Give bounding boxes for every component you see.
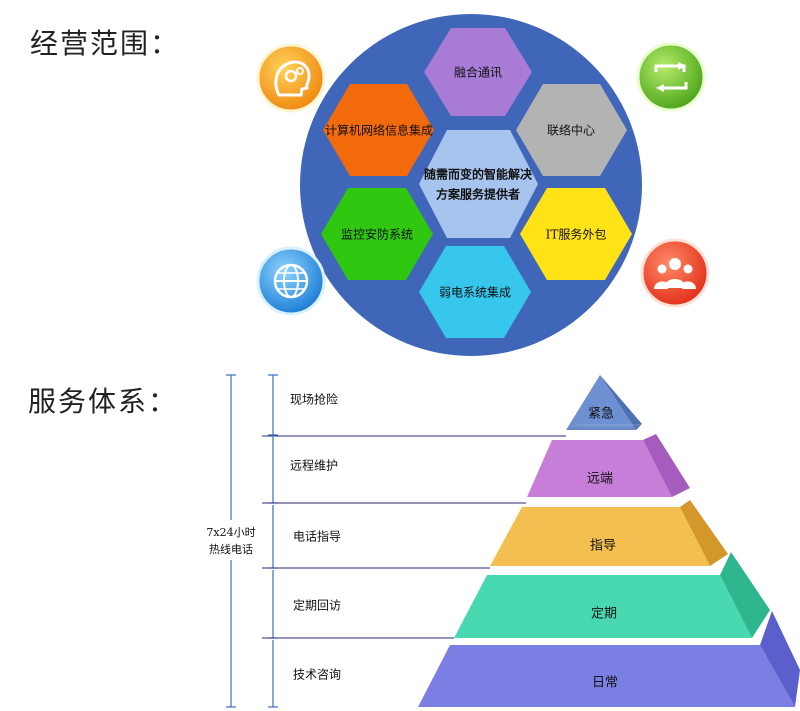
step-label-4: 定期回访 xyxy=(293,598,341,613)
hex-lower-right xyxy=(520,188,632,280)
step-label-3: 电话指导 xyxy=(293,529,341,544)
pyramid-label-3: 指导 xyxy=(590,539,616,554)
hotline-line2: 热线电话 xyxy=(209,542,253,556)
hex-center xyxy=(419,130,538,238)
step-brackets xyxy=(268,374,278,708)
hex-center-label-line1: 随需而变的智能解决 xyxy=(424,167,533,182)
hex-upper-right-label: 联络中心 xyxy=(547,123,595,138)
pyramid-level-2 xyxy=(527,434,690,497)
service-system-heading: 服务体系： xyxy=(28,385,179,418)
hex-lower-left xyxy=(321,188,433,280)
globe-icon xyxy=(256,246,326,316)
level-guide-lines xyxy=(262,435,566,639)
pyramid-level-4 xyxy=(454,552,770,638)
business-scope-heading: 经营范围： xyxy=(30,27,181,60)
team-people-icon xyxy=(640,238,710,308)
hotline-bracket xyxy=(226,374,236,708)
hex-center-label-line2: 方案服务提供者 xyxy=(436,187,520,202)
hex-lower-right-label: IT服务外包 xyxy=(546,227,607,242)
hex-top-label: 融合通讯 xyxy=(454,65,502,80)
hotline-line1: 7x24小时 xyxy=(206,526,255,539)
hex-bottom xyxy=(419,246,531,338)
hex-upper-left xyxy=(323,84,434,176)
pyramid-level-3 xyxy=(490,500,728,566)
pyramid-label-1: 紧急 xyxy=(588,407,614,422)
pyramid-level-1 xyxy=(566,375,642,430)
gear-head-icon xyxy=(256,43,326,113)
hex-bottom-label: 弱电系统集成 xyxy=(439,285,511,300)
pyramid-label-2: 远端 xyxy=(587,472,613,487)
hex-upper-right xyxy=(516,84,627,176)
hex-top xyxy=(424,28,532,116)
hex-lower-left-label: 监控安防系统 xyxy=(341,227,413,242)
step-label-1: 现场抢险 xyxy=(290,392,338,407)
pyramid-level-5 xyxy=(418,611,800,707)
refresh-arrows-icon xyxy=(636,42,706,112)
pyramid-label-4: 定期 xyxy=(591,607,617,622)
hex-upper-left-label: 计算机网络信息集成 xyxy=(325,123,433,138)
step-label-2: 远程维护 xyxy=(290,458,338,473)
pyramid-label-5: 日常 xyxy=(592,676,618,691)
step-label-5: 技术咨询 xyxy=(293,667,341,682)
